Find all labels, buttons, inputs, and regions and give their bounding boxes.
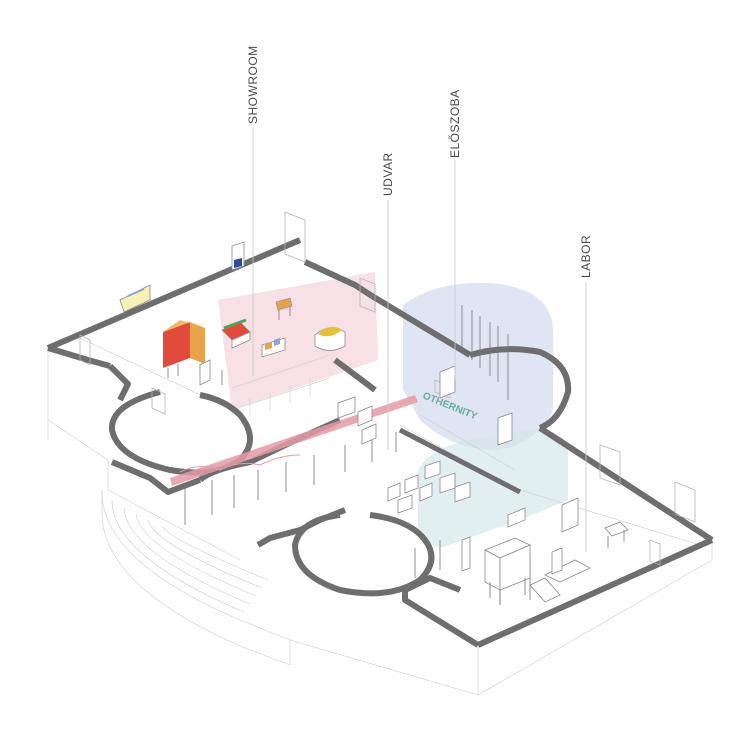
showroom-furniture xyxy=(163,297,346,386)
display-boxes xyxy=(337,365,513,514)
walls xyxy=(46,237,714,648)
labor-furniture xyxy=(461,497,629,605)
zone-labels: SHOWROOM UDVAR ELŐSZOBA LABOR xyxy=(246,45,593,278)
wall-art xyxy=(119,241,245,313)
stanchions xyxy=(184,305,531,605)
eloszoba-zone xyxy=(403,282,553,451)
floor-lines xyxy=(79,337,701,546)
zones xyxy=(218,272,568,548)
label-eloszoba: ELŐSZOBA xyxy=(447,89,462,158)
leader-lines xyxy=(252,128,587,552)
building-base-outline xyxy=(47,348,713,696)
label-labor: LABOR xyxy=(579,235,593,278)
showroom-zone xyxy=(218,272,378,410)
label-showroom: SHOWROOM xyxy=(246,45,260,124)
panels xyxy=(79,211,696,566)
label-udvar: UDVAR xyxy=(381,152,395,196)
